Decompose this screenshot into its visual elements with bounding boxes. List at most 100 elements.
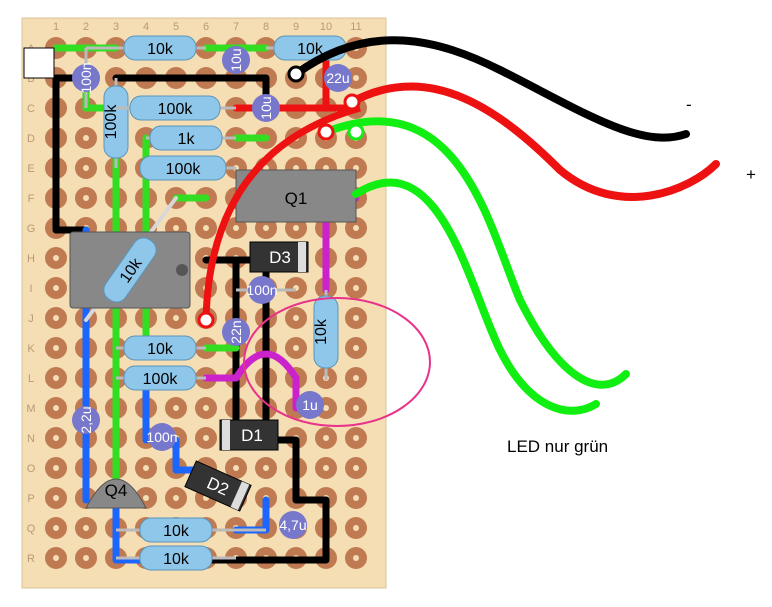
resistor: 1k bbox=[146, 125, 236, 151]
row-label: L bbox=[28, 373, 34, 385]
row-label: O bbox=[27, 463, 36, 475]
capacitor: 22n bbox=[222, 318, 250, 346]
pad-hole bbox=[323, 405, 329, 411]
pad-hole bbox=[203, 405, 209, 411]
corner-marker bbox=[23, 47, 55, 79]
resistor: 10k bbox=[313, 290, 339, 380]
capacitor: 100n bbox=[72, 48, 100, 108]
wire-external-black bbox=[292, 36, 690, 142]
resistor: 10k bbox=[116, 335, 206, 361]
capacitors: 100n 10u 22u 10u 100n 22n 1u 2,2 bbox=[72, 46, 352, 539]
row-label: H bbox=[27, 253, 35, 265]
resistor: 10k bbox=[116, 545, 236, 571]
capacitor-value: 22u bbox=[326, 70, 349, 86]
pad-hole bbox=[53, 345, 59, 351]
col-label: 10 bbox=[320, 21, 332, 33]
capacitor-value: 2,2u bbox=[78, 406, 94, 433]
col-label: 2 bbox=[83, 21, 89, 33]
col-label: 9 bbox=[293, 21, 299, 33]
pad-hole bbox=[233, 465, 239, 471]
diode-d3: D3 bbox=[249, 241, 309, 273]
pad-hole bbox=[53, 375, 59, 381]
row-labels: A B C D E F G H I J K L M N O P Q R bbox=[26, 43, 35, 565]
pad-hole bbox=[323, 465, 329, 471]
wire-red-internal bbox=[202, 104, 361, 321]
transistor-q1: Q1 bbox=[235, 169, 357, 223]
capacitor-value: 100n bbox=[146, 429, 177, 445]
pad-hole bbox=[53, 555, 59, 561]
col-label: 4 bbox=[143, 21, 149, 33]
wire-magenta bbox=[232, 350, 300, 382]
resistor-value: 10k bbox=[297, 41, 324, 58]
col-label: 3 bbox=[113, 21, 119, 33]
pad-hole bbox=[263, 465, 269, 471]
row-label: P bbox=[27, 493, 34, 505]
row-label: J bbox=[28, 313, 34, 325]
capacitor: 100n bbox=[236, 276, 296, 304]
resistor-value: 10k bbox=[147, 341, 174, 358]
row-label: C bbox=[27, 103, 35, 115]
pad-hole bbox=[293, 315, 299, 321]
pad-hole bbox=[353, 225, 359, 231]
diode-d2: D2 bbox=[184, 460, 252, 512]
row-label: F bbox=[28, 193, 35, 205]
pad-hole bbox=[353, 525, 359, 531]
resistor: 10k bbox=[86, 35, 206, 61]
row-label: B bbox=[27, 73, 34, 85]
pad-hole bbox=[353, 465, 359, 471]
pad-hole bbox=[293, 225, 299, 231]
plus-label: + bbox=[746, 165, 756, 184]
pad-hole bbox=[143, 495, 149, 501]
resistor-value: 10k bbox=[147, 41, 174, 58]
wire-black bbox=[112, 74, 270, 104]
pad-hole bbox=[53, 525, 59, 531]
pad-hole bbox=[353, 435, 359, 441]
col-label: 6 bbox=[203, 21, 209, 33]
resistor-value: 10k bbox=[313, 318, 330, 345]
capacitor-value: 10u bbox=[258, 96, 274, 119]
pad-hole bbox=[53, 465, 59, 471]
pad-hole bbox=[353, 255, 359, 261]
resistor-value: 100k bbox=[103, 104, 120, 140]
pad-hole bbox=[143, 465, 149, 471]
resistor: 100k bbox=[116, 365, 206, 391]
pad-hole bbox=[53, 405, 59, 411]
resistors: 10k 10k 100k 100k 1k 100k bbox=[86, 35, 356, 571]
q4-body bbox=[85, 478, 147, 509]
wire-external-green-1 bbox=[322, 117, 630, 389]
row-label: G bbox=[27, 223, 36, 235]
pad-hole bbox=[353, 495, 359, 501]
pad-hole bbox=[173, 405, 179, 411]
col-label: 5 bbox=[173, 21, 179, 33]
pad-hole bbox=[83, 165, 89, 171]
capacitor: 10u bbox=[252, 94, 280, 122]
pad-hole bbox=[203, 435, 209, 441]
pad-hole bbox=[173, 225, 179, 231]
pad-hole bbox=[53, 495, 59, 501]
d1-band bbox=[222, 420, 230, 450]
row-label: M bbox=[26, 403, 35, 415]
pad-hole bbox=[353, 75, 359, 81]
row-label: K bbox=[27, 343, 35, 355]
col-label: 1 bbox=[53, 21, 59, 33]
capacitor: 22u bbox=[324, 64, 352, 92]
wire-external-green-2 bbox=[352, 178, 600, 415]
diode-d1: D1 bbox=[219, 419, 279, 451]
capacitor-value: 22n bbox=[228, 320, 244, 343]
pad-hole bbox=[83, 135, 89, 141]
pad-hole bbox=[53, 435, 59, 441]
pad-hole bbox=[83, 525, 89, 531]
pad-hole bbox=[353, 285, 359, 291]
resistor-value: 100k bbox=[143, 371, 179, 388]
capacitor: 1u bbox=[296, 391, 324, 419]
pad-hole bbox=[203, 225, 209, 231]
capacitor: 2,2u bbox=[72, 406, 100, 434]
resistor-value: 100k bbox=[158, 101, 194, 118]
resistor-value: 1k bbox=[178, 131, 196, 148]
capacitor: 100n bbox=[146, 423, 178, 451]
minus-label: - bbox=[686, 95, 692, 114]
row-label: Q bbox=[27, 523, 36, 535]
resistor: 100k bbox=[116, 95, 236, 121]
ic-notch bbox=[176, 264, 188, 276]
pad-hole bbox=[293, 345, 299, 351]
